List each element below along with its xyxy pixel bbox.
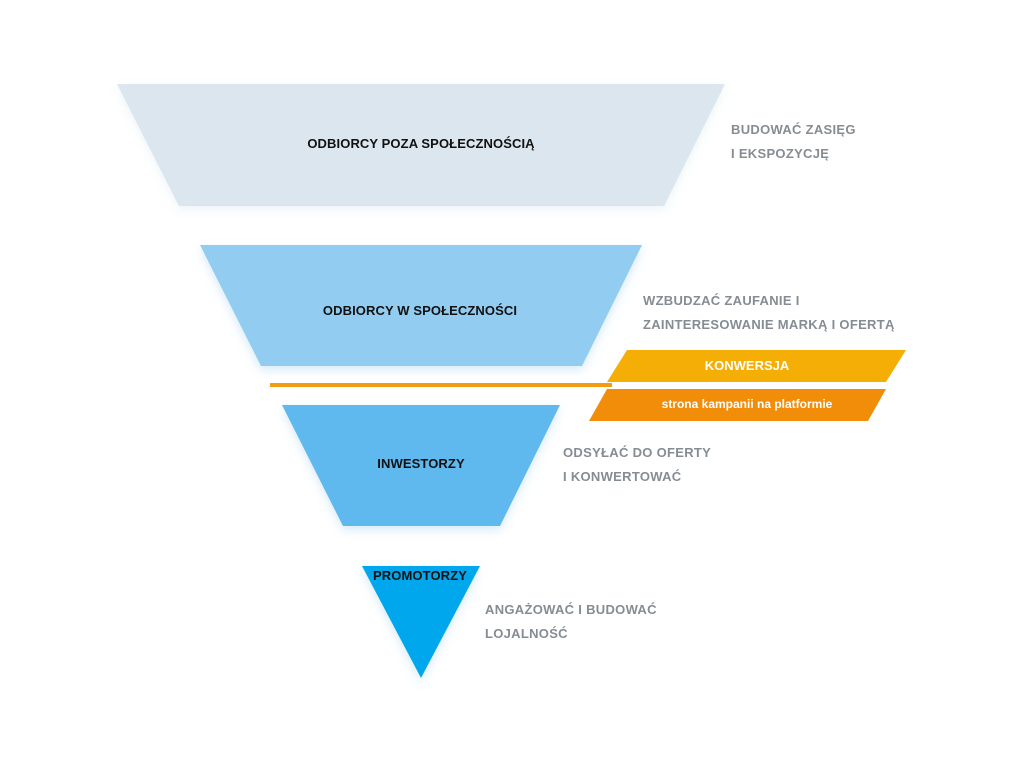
conversion-title: KONWERSJA xyxy=(704,358,790,373)
stage-1-goal-line2: I EKSPOZYCJĘ xyxy=(731,146,830,161)
stage-2-label: ODBIORCY W SPOŁECZNOŚCI xyxy=(322,303,518,318)
stage-3-goal-line1: ODSYŁAĆ DO OFERTY xyxy=(563,445,712,460)
stage-4-goal-line1: ANGAŻOWAĆ I BUDOWAĆ xyxy=(485,602,657,617)
funnel-stage-3-shape xyxy=(282,405,560,526)
stage-3-goal-line2: I KONWERTOWAĆ xyxy=(563,469,682,484)
stage-2-goal: WZBUDZAĆ ZAUFANIE I ZAINTERESOWANIE MARK… xyxy=(643,289,895,337)
stage-2-goal-line1: WZBUDZAĆ ZAUFANIE I xyxy=(643,293,800,308)
stage-4-goal-line2: LOJALNOŚĆ xyxy=(485,626,568,641)
stage-1-label: ODBIORCY POZA SPOŁECZNOŚCIĄ xyxy=(307,136,535,151)
funnel-stage-2-shape xyxy=(200,245,642,366)
stage-1-goal-line1: BUDOWAĆ ZASIĘG xyxy=(731,122,856,137)
conversion-banner-shape xyxy=(607,350,906,382)
funnel-stage-4-shape xyxy=(362,566,480,678)
stage-1-goal: BUDOWAĆ ZASIĘG I EKSPOZYCJĘ xyxy=(731,118,856,166)
funnel-stage-1-shape xyxy=(117,84,725,206)
stage-3-goal: ODSYŁAĆ DO OFERTY I KONWERTOWAĆ xyxy=(563,441,711,489)
stage-4-goal: ANGAŻOWAĆ I BUDOWAĆ LOJALNOŚĆ xyxy=(485,598,657,646)
stage-4-label: PROMOTORZY xyxy=(373,568,467,583)
conversion-subtitle: strona kampanii na platformie xyxy=(661,397,833,411)
conversion-subtitle-banner-shape xyxy=(589,389,886,421)
stage-3-label: INWESTORZY xyxy=(377,456,465,471)
stage-2-goal-line2: ZAINTERESOWANIE MARKĄ I OFERTĄ xyxy=(643,317,895,332)
